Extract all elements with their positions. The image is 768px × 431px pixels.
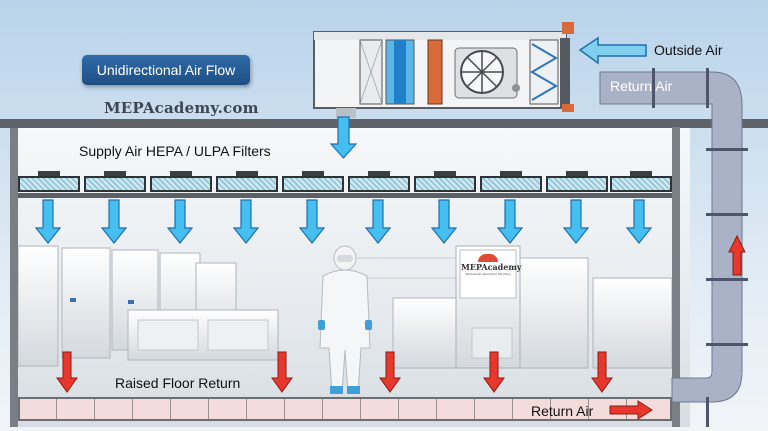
right-arrow-icon <box>609 400 653 420</box>
down-arrow-icon <box>496 199 524 244</box>
cleanroom-worker <box>318 245 372 394</box>
air-handling-unit <box>313 22 574 118</box>
return-air-floor-label: Return Air <box>531 403 594 419</box>
filter-cap <box>434 171 456 176</box>
filter-icon <box>480 176 542 192</box>
process-machine <box>455 245 521 369</box>
floor-joint <box>398 399 399 419</box>
filter-icon <box>150 176 212 192</box>
floor-joint <box>512 399 513 419</box>
return-air-duct-label: Return Air <box>610 78 673 94</box>
outside-air-label: Outside Air <box>654 42 723 58</box>
sign-logo-icon <box>478 254 498 262</box>
floor-joint <box>284 399 285 419</box>
filter-icon <box>18 176 80 192</box>
down-arrow-icon <box>364 199 392 244</box>
company-sign: MEPAcademy Mechanical | Electrical | Plu… <box>461 254 522 276</box>
floor-joint <box>588 399 589 419</box>
filter-cap <box>38 171 60 176</box>
return-airflow-arrows <box>56 234 746 420</box>
filter-cap <box>302 171 324 176</box>
roof-slab <box>0 119 768 128</box>
right-wall <box>672 127 680 427</box>
heating-coil-icon <box>427 39 443 105</box>
return-air-duct <box>599 68 748 427</box>
fan-icon <box>454 47 520 99</box>
floor-joint <box>56 399 57 419</box>
filter-cap <box>566 171 588 176</box>
sign-title: MEPAcademy <box>461 262 522 272</box>
raised-floor-label: Raised Floor Return <box>115 375 241 391</box>
floor-joint <box>474 399 475 419</box>
down-arrow-icon <box>232 199 260 244</box>
down-arrow-icon <box>298 199 326 244</box>
floor-joint <box>94 399 95 419</box>
filter-cap <box>500 171 522 176</box>
filter-icon <box>348 176 410 192</box>
supply-drop-arrow-icon <box>329 116 358 159</box>
filter-icon <box>282 176 344 192</box>
down-arrow-icon <box>562 199 590 244</box>
down-arrow-icon <box>430 199 458 244</box>
lab-equipment-scene <box>18 245 672 394</box>
raised-floor-plenum <box>18 397 672 421</box>
outside-air-arrow-icon <box>578 36 647 65</box>
down-arrow-icon <box>483 351 505 393</box>
filter-cap <box>170 171 192 176</box>
down-arrow-icon <box>166 199 194 244</box>
up-arrow-icon <box>728 234 746 276</box>
down-arrow-icon <box>100 199 128 244</box>
filter-icon <box>610 176 672 192</box>
floor-joint <box>132 399 133 419</box>
floor-joint <box>550 399 551 419</box>
floor-joint <box>170 399 171 419</box>
filter-icon <box>216 176 278 192</box>
filter-cap <box>104 171 126 176</box>
filter-cap <box>368 171 390 176</box>
down-arrow-icon <box>34 199 62 244</box>
down-arrow-icon <box>56 351 78 393</box>
sign-subtitle: Mechanical | Electrical | Plumbing <box>465 272 511 276</box>
brand-watermark: MEPAcademy.com <box>104 99 259 117</box>
floor-joint <box>436 399 437 419</box>
down-arrow-icon <box>625 199 653 244</box>
filter-cap <box>630 171 652 176</box>
floor-joint <box>360 399 361 419</box>
lab-benches <box>127 257 672 369</box>
filter-cap <box>236 171 258 176</box>
airflow-type-badge: Unidirectional Air Flow <box>82 55 250 85</box>
floor-joint <box>246 399 247 419</box>
filter-icon <box>546 176 608 192</box>
filter-icon <box>84 176 146 192</box>
down-arrow-icon <box>379 351 401 393</box>
filter-icon <box>414 176 476 192</box>
floor-joint <box>208 399 209 419</box>
floor-joint <box>322 399 323 419</box>
down-arrow-icon <box>591 351 613 393</box>
ceiling-grid <box>18 193 672 198</box>
supply-airflow-arrows <box>34 199 653 244</box>
supply-filters-label: Supply Air HEPA / ULPA Filters <box>79 143 271 159</box>
down-arrow-icon <box>271 351 293 393</box>
